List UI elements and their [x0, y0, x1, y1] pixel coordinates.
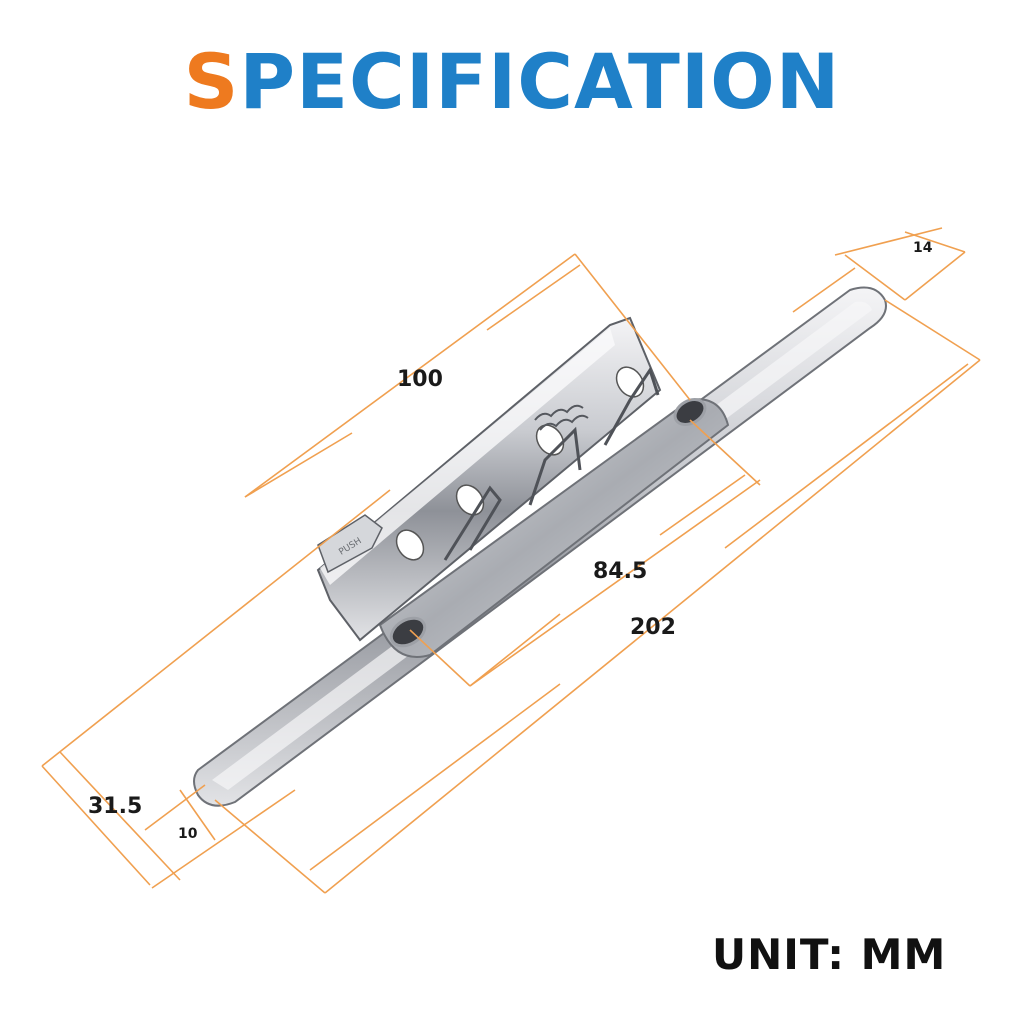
dim-100-line — [244, 253, 576, 498]
wire-rings — [443, 366, 660, 561]
mounting-hole-right — [673, 398, 707, 426]
dim-845-line — [469, 479, 761, 687]
dim-10-line — [144, 784, 206, 831]
dim-label-100: 100 — [397, 367, 443, 392]
clip-mechanism-illustration: PUSH — [193, 286, 887, 807]
base-plate — [378, 398, 730, 658]
dim-label-845: 84.5 — [593, 559, 647, 584]
dim-label-202: 202 — [630, 615, 676, 640]
push-tab — [317, 514, 383, 574]
dim-label-315: 31.5 — [88, 794, 142, 819]
mounting-hole-left — [389, 616, 427, 648]
title-rest: PECIFICATION — [239, 37, 841, 126]
clip-body: PUSH — [316, 316, 662, 642]
unit-label: UNIT: MM — [712, 930, 947, 979]
dim-14-line — [834, 227, 943, 256]
dim-label-14: 14 — [913, 240, 933, 256]
dim-label-10: 10 — [178, 826, 198, 842]
title-first-letter: S — [183, 37, 240, 126]
dimension-lines — [41, 227, 981, 894]
page-title: SPECIFICATION — [0, 44, 1024, 120]
dim-315-line — [41, 489, 391, 767]
spring — [534, 404, 589, 431]
dim-202-line — [324, 359, 981, 894]
